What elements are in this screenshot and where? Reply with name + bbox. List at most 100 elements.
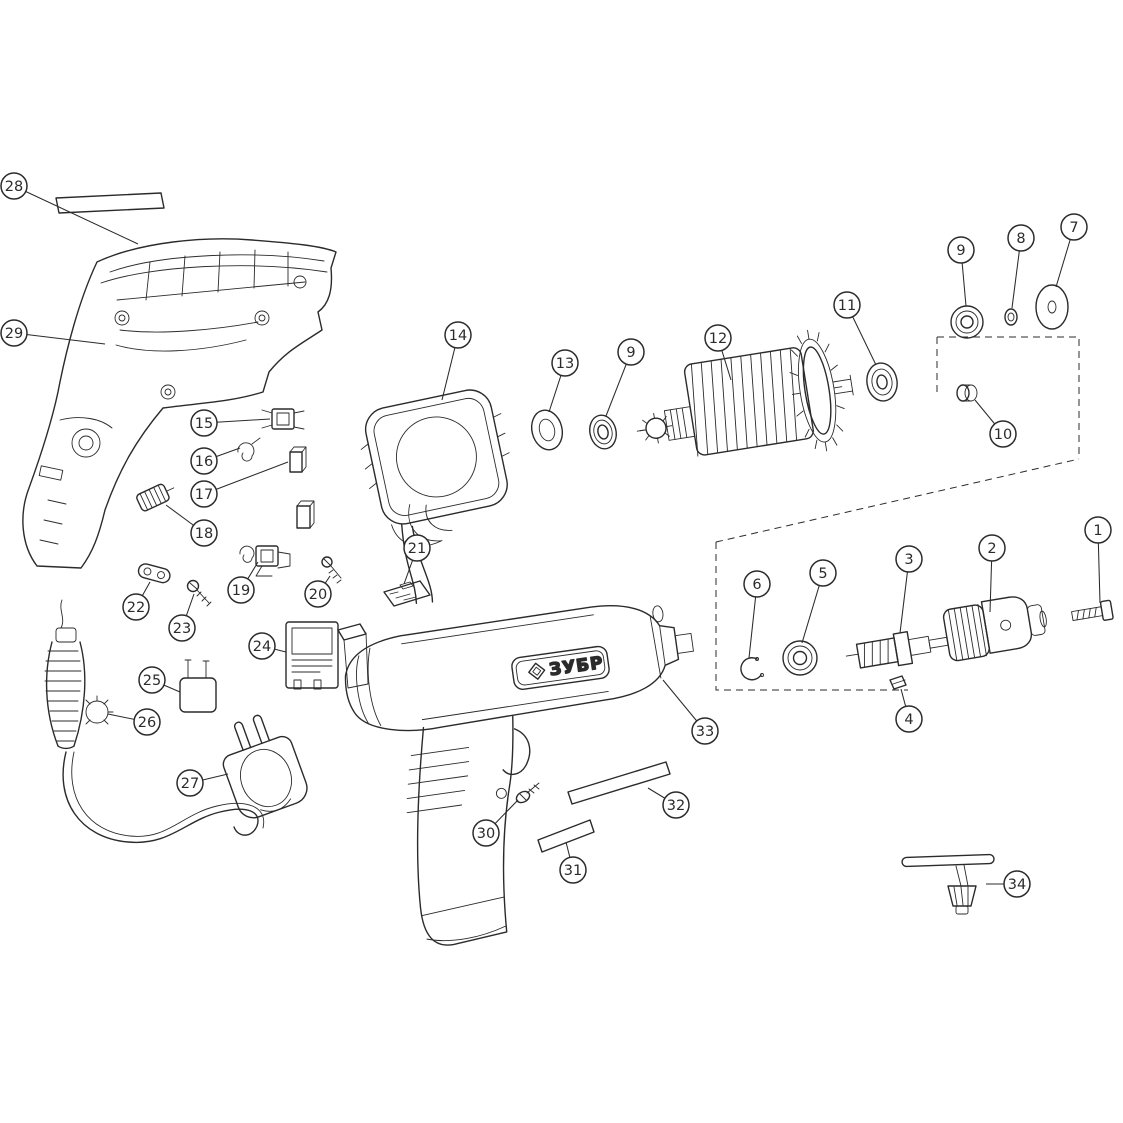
callout-circle-7 bbox=[1060, 213, 1088, 241]
callout-22: 22 bbox=[122, 593, 150, 621]
callout-leader-28 bbox=[13, 185, 139, 245]
callout-number-12: 12 bbox=[709, 331, 727, 347]
callout-14: 14 bbox=[444, 321, 472, 349]
callout-circle-6 bbox=[743, 570, 771, 598]
callout-number-9: 9 bbox=[956, 243, 965, 259]
callout-8: 8 bbox=[1007, 224, 1035, 252]
callout-circle-28 bbox=[0, 172, 28, 200]
callout-circle-32 bbox=[662, 791, 690, 819]
callout-circle-33 bbox=[691, 717, 719, 745]
callout-16: 16 bbox=[190, 447, 218, 475]
chuck-key-drawing bbox=[901, 853, 995, 915]
callout-number-34: 34 bbox=[1008, 877, 1026, 893]
callout-number-9: 9 bbox=[626, 345, 635, 361]
callout-20: 20 bbox=[304, 580, 332, 608]
callout-4: 4 bbox=[895, 705, 923, 733]
sleeve-10-drawing bbox=[956, 384, 978, 402]
drill-body-drawing: ЗУБР bbox=[344, 604, 694, 946]
label-strip-drawing bbox=[55, 192, 165, 214]
callout-number-8: 8 bbox=[1016, 231, 1025, 247]
circlip-drawing bbox=[740, 657, 764, 681]
callout-1: 1 bbox=[1084, 516, 1112, 544]
callout-number-20: 20 bbox=[309, 587, 327, 603]
callout-2: 2 bbox=[978, 534, 1006, 562]
key-4-drawing bbox=[889, 675, 907, 690]
callout-circle-9 bbox=[947, 236, 975, 264]
callout-number-27: 27 bbox=[181, 776, 199, 792]
callout-circle-9 bbox=[617, 338, 645, 366]
callout-circle-27 bbox=[176, 769, 204, 797]
callout-number-11: 11 bbox=[838, 298, 856, 314]
callout-number-16: 16 bbox=[195, 454, 213, 470]
callout-34: 34 bbox=[1003, 870, 1031, 898]
callout-circle-29 bbox=[0, 319, 28, 347]
callout-9: 9 bbox=[617, 338, 645, 366]
callout-circle-30 bbox=[472, 819, 500, 847]
callout-circle-18 bbox=[190, 519, 218, 547]
callout-12: 12 bbox=[704, 324, 732, 352]
washer-13-drawing bbox=[530, 409, 564, 451]
power-cable-drawing bbox=[62, 751, 265, 844]
callout-circle-31 bbox=[559, 856, 587, 884]
callout-28: 28 bbox=[0, 172, 28, 200]
power-plug-drawing bbox=[222, 714, 308, 819]
callout-number-30: 30 bbox=[477, 826, 495, 842]
bearing-11-drawing bbox=[866, 362, 898, 402]
armature-drawing bbox=[636, 329, 854, 457]
brand-logo: ЗУБР bbox=[511, 645, 610, 690]
callout-13: 13 bbox=[551, 349, 579, 377]
slider-button-drawing bbox=[383, 580, 431, 607]
callout-number-22: 22 bbox=[127, 600, 145, 616]
callout-circle-23 bbox=[168, 614, 196, 642]
callout-circle-5 bbox=[809, 559, 837, 587]
brush-holder-top-drawing bbox=[261, 408, 305, 430]
callout-number-19: 19 bbox=[232, 583, 250, 599]
dashed-guides bbox=[715, 336, 1080, 691]
callout-32: 32 bbox=[662, 791, 690, 819]
callout-7: 7 bbox=[1060, 213, 1088, 241]
callout-number-5: 5 bbox=[818, 566, 827, 582]
carbon-brush-a-drawing bbox=[289, 446, 307, 473]
callout-6: 6 bbox=[743, 570, 771, 598]
bearing-9-right-drawing bbox=[950, 305, 984, 339]
callout-15: 15 bbox=[190, 409, 218, 437]
callout-number-6: 6 bbox=[752, 577, 761, 593]
callout-circle-1 bbox=[1084, 516, 1112, 544]
callout-number-33: 33 bbox=[696, 724, 714, 740]
callout-number-15: 15 bbox=[195, 416, 213, 432]
switch-drawing bbox=[285, 621, 369, 690]
callout-number-17: 17 bbox=[195, 487, 213, 503]
callout-number-32: 32 bbox=[667, 798, 685, 814]
carbon-brush-b-drawing bbox=[296, 500, 315, 529]
callout-number-24: 24 bbox=[253, 639, 271, 655]
callout-number-3: 3 bbox=[904, 552, 913, 568]
callout-number-23: 23 bbox=[173, 621, 191, 637]
callout-10: 10 bbox=[989, 420, 1017, 448]
callout-circle-4 bbox=[895, 705, 923, 733]
callout-circle-17 bbox=[190, 480, 218, 508]
stator-drawing bbox=[360, 389, 510, 605]
bearing-5-drawing bbox=[782, 640, 818, 676]
callout-circle-22 bbox=[122, 593, 150, 621]
callout-33: 33 bbox=[691, 717, 719, 745]
callout-number-31: 31 bbox=[564, 863, 582, 879]
spindle-drawing bbox=[845, 631, 949, 669]
callout-circle-34 bbox=[1003, 870, 1031, 898]
callout-circle-8 bbox=[1007, 224, 1035, 252]
callout-number-7: 7 bbox=[1069, 220, 1078, 236]
callout-circle-10 bbox=[989, 420, 1017, 448]
terminal-plate-drawing bbox=[137, 563, 171, 584]
capacitor-drawing bbox=[179, 659, 217, 713]
callout-circle-14 bbox=[444, 321, 472, 349]
washer-8-drawing bbox=[1004, 308, 1018, 326]
callout-number-13: 13 bbox=[556, 356, 574, 372]
label-strip-31-drawing bbox=[537, 819, 595, 853]
callout-5: 5 bbox=[809, 559, 837, 587]
callout-circle-20 bbox=[304, 580, 332, 608]
callout-number-10: 10 bbox=[994, 427, 1012, 443]
callout-circle-3 bbox=[895, 545, 923, 573]
callout-number-18: 18 bbox=[195, 526, 213, 542]
callout-circle-24 bbox=[248, 632, 276, 660]
